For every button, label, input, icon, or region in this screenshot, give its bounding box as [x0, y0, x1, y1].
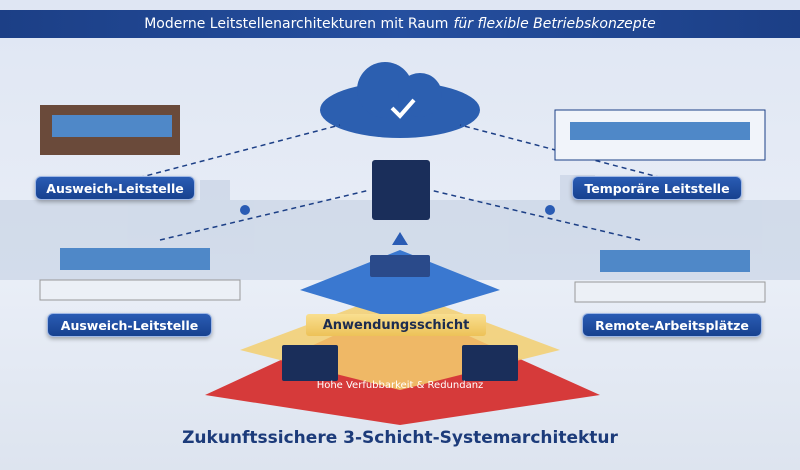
- site-label-ausweich-bottom: Ausweich-Leitstelle: [47, 313, 212, 337]
- control-room-mid-right: [574, 250, 766, 303]
- site-label-remote: Remote-Arbeitsplätze: [582, 313, 762, 337]
- up-arrow-icon: [392, 232, 408, 245]
- cloud-check-icon: [320, 62, 480, 138]
- server-rack-icon: [282, 160, 518, 381]
- site-label-ausweich-top: Ausweich-Leitstelle: [35, 176, 195, 200]
- application-layer-label: Anwendungsschicht: [306, 314, 486, 336]
- site-label-temporaer: Temporäre Leitstelle: [572, 176, 742, 200]
- control-room-top-right: [554, 109, 766, 161]
- availability-layer-label: Hohe Verfubbarkeit & Redundanz: [316, 380, 484, 391]
- blue-top-layer: [300, 250, 500, 320]
- control-room-top-left: [40, 105, 180, 155]
- header-title: Moderne Leitstellenarchitekturen mit Rau…: [144, 16, 449, 32]
- header-title-italic: für flexible Betriebskonzepte: [453, 16, 656, 32]
- control-room-mid-left: [39, 248, 241, 301]
- footer-title: Zukunftssichere 3-Schicht-Systemarchitek…: [182, 428, 618, 448]
- header-banner: Moderne Leitstellenarchitekturen mit Rau…: [0, 10, 800, 38]
